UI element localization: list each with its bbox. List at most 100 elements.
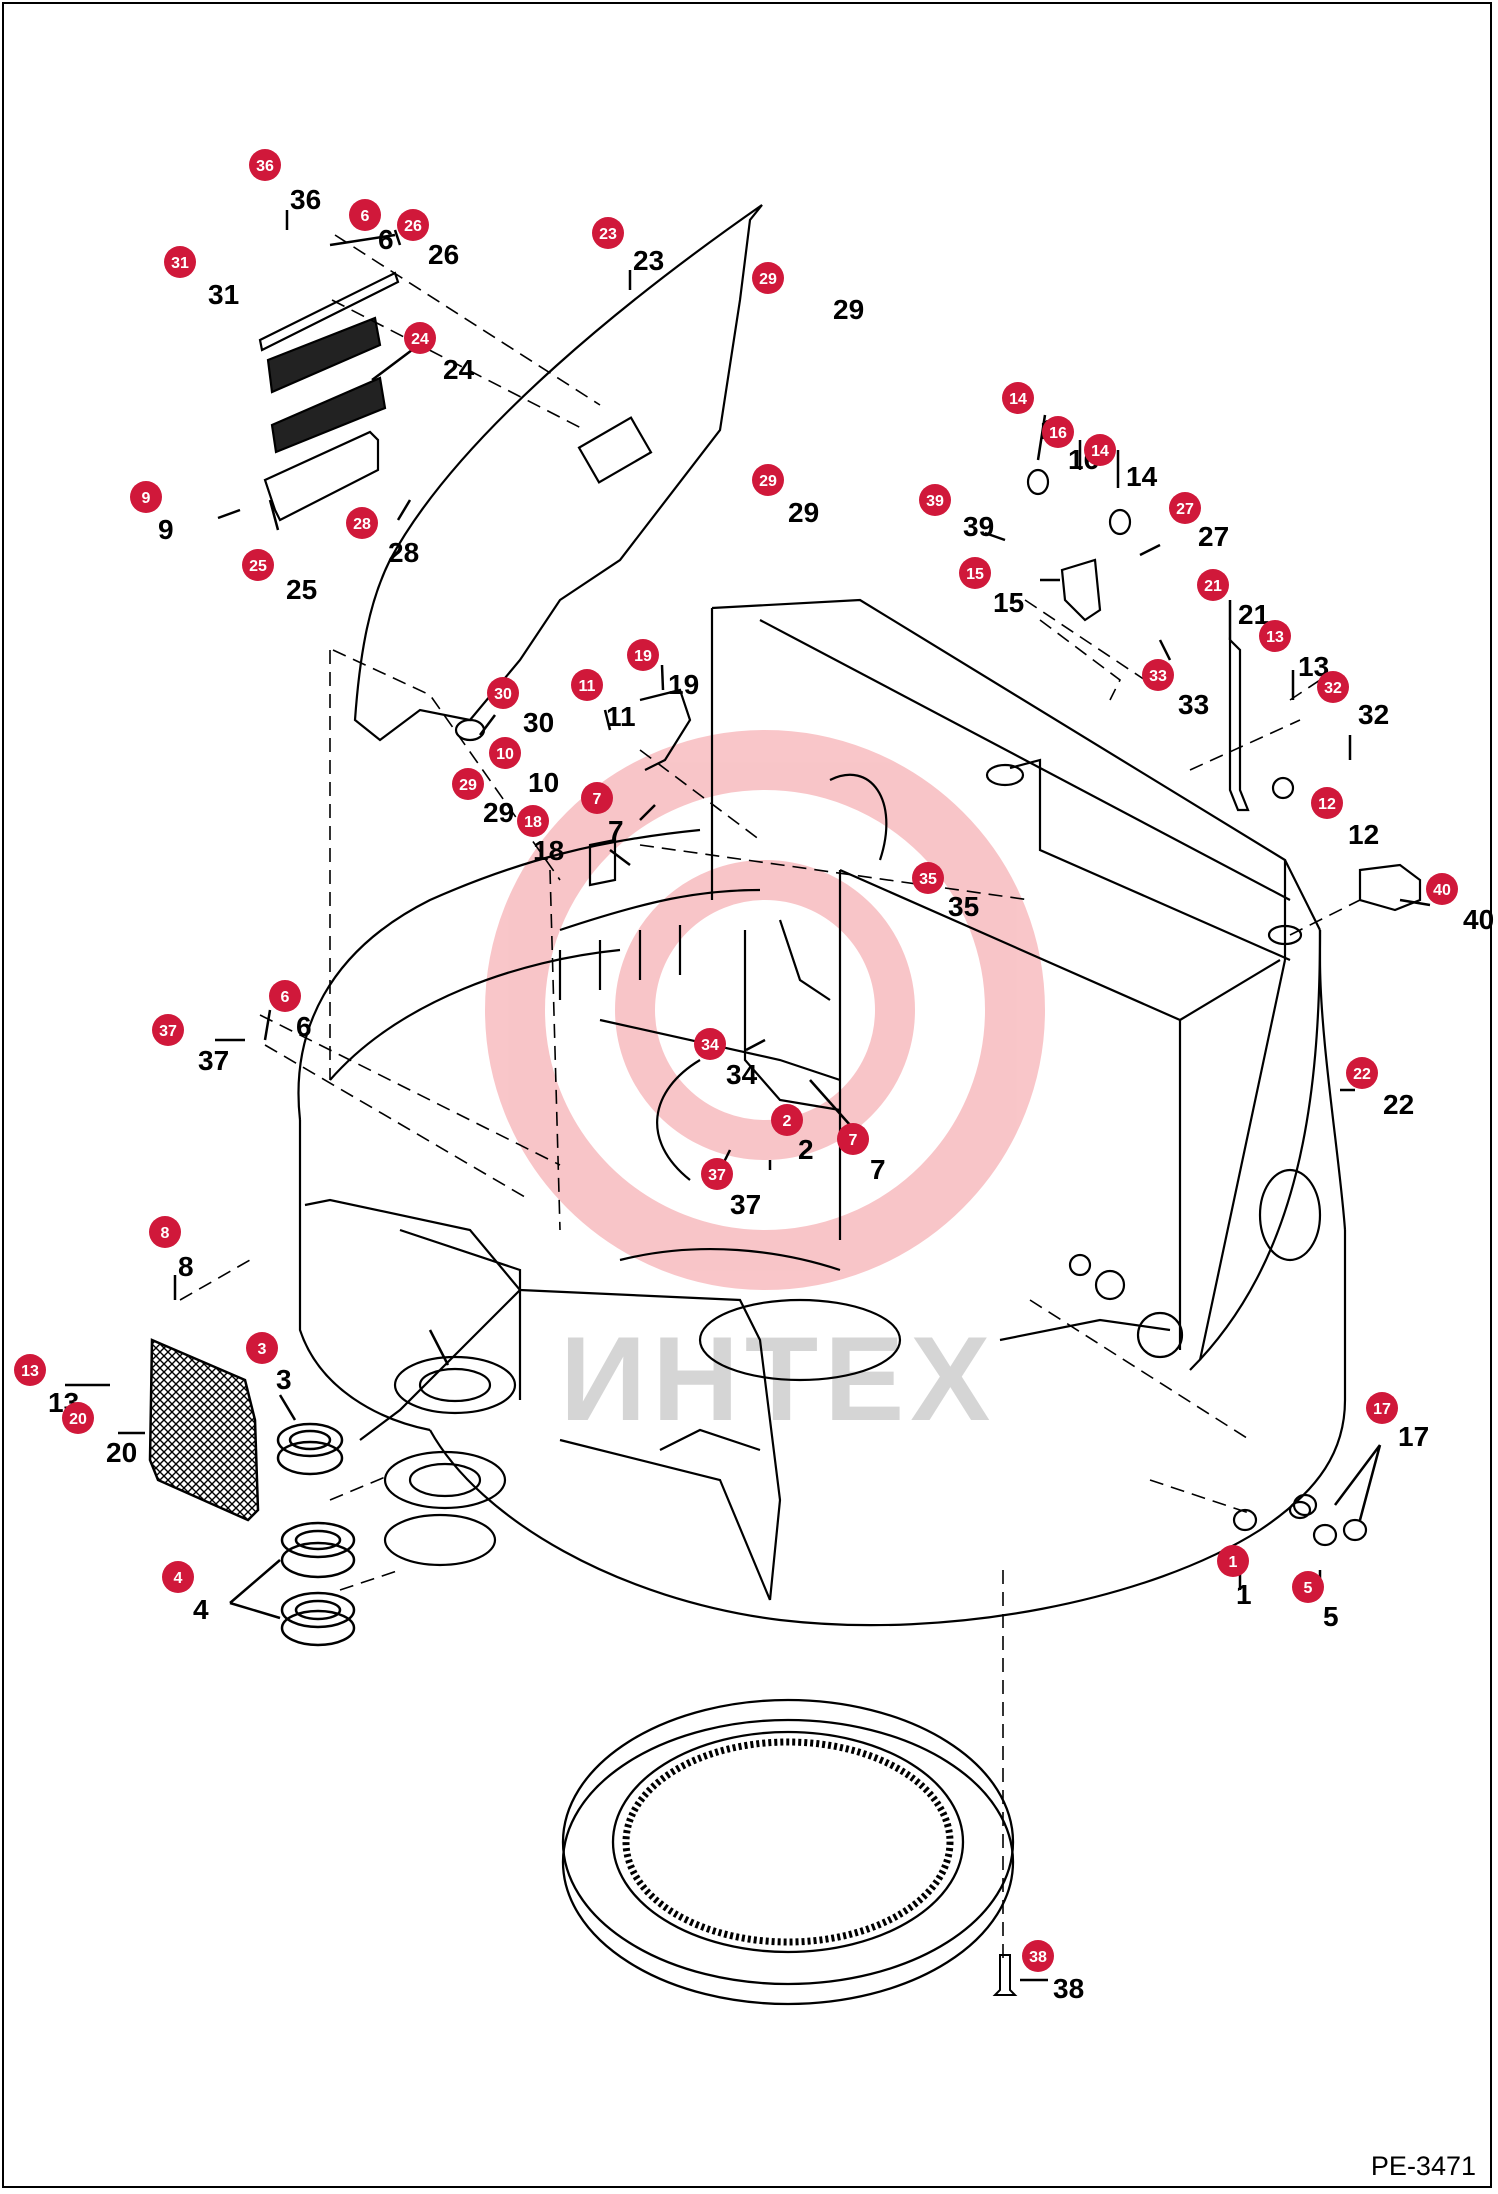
callout-badge-c7b[interactable]: 7 [837,1123,869,1155]
callout-badge-c39[interactable]: 39 [919,484,951,516]
callout-badge-circle[interactable] [489,737,521,769]
callout-badge-c37b[interactable]: 37 [701,1158,733,1190]
callout-badge-c15[interactable]: 15 [959,557,991,589]
callout-badge-c9[interactable]: 9 [130,481,162,513]
callout-badge-circle[interactable] [701,1158,733,1190]
callout-badge-c22[interactable]: 22 [1346,1057,1378,1089]
callout-badge-c25[interactable]: 25 [242,549,274,581]
callout-badge-circle[interactable] [162,1561,194,1593]
callout-badge-circle[interactable] [1426,873,1458,905]
callout-badge-c24[interactable]: 24 [404,322,436,354]
callout-badge-circle[interactable] [1002,382,1034,414]
callout-badge-c16[interactable]: 16 [1042,416,1074,448]
callout-badge-c35[interactable]: 35 [912,862,944,894]
callout-badge-circle[interactable] [349,199,381,231]
callout-badge-c18[interactable]: 18 [517,805,549,837]
callout-badge-c38[interactable]: 38 [1022,1940,1054,1972]
callout-badge-c29b[interactable]: 29 [752,464,784,496]
callout-badge-c5[interactable]: 5 [1292,1571,1324,1603]
callout-badge-circle[interactable] [912,862,944,894]
callout-badge-label: 1 [1229,1554,1238,1571]
callout-badge-c12[interactable]: 12 [1311,787,1343,819]
callout-badge-c26[interactable]: 26 [397,209,429,241]
callout-badge-c13a[interactable]: 13 [1259,620,1291,652]
callout-badge-label: 13 [21,1363,39,1380]
callout-badge-circle[interactable] [771,1104,803,1136]
callout-badge-circle[interactable] [837,1123,869,1155]
callout-badge-circle[interactable] [1042,416,1074,448]
callout-badge-c8[interactable]: 8 [149,1216,181,1248]
callout-badge-c27[interactable]: 27 [1169,492,1201,524]
callout-badge-circle[interactable] [246,1332,278,1364]
callout-badge-c36[interactable]: 36 [249,149,281,181]
callout-badge-circle[interactable] [164,246,196,278]
callout-badge-circle[interactable] [1169,492,1201,524]
callout-badge-c29c[interactable]: 29 [452,768,484,800]
callout-badge-c21[interactable]: 21 [1197,569,1229,601]
callout-badge-circle[interactable] [130,481,162,513]
callout-badge-c33[interactable]: 33 [1142,659,1174,691]
callout-badge-circle[interactable] [152,1014,184,1046]
callout-badge-c14b[interactable]: 14 [1084,434,1116,466]
callout-badge-c32[interactable]: 32 [1317,671,1349,703]
callout-badge-label: 10 [496,746,514,763]
callout-badge-circle[interactable] [1142,659,1174,691]
callout-badge-c3[interactable]: 3 [246,1332,278,1364]
callout-badge-c37a[interactable]: 37 [152,1014,184,1046]
callout-badge-circle[interactable] [1217,1545,1249,1577]
callout-badge-c28[interactable]: 28 [346,507,378,539]
callout-badge-c2[interactable]: 2 [771,1104,803,1136]
callout-badge-c20[interactable]: 20 [62,1402,94,1434]
callout-badge-circle[interactable] [1084,434,1116,466]
callout-badge-circle[interactable] [517,805,549,837]
callout-badge-circle[interactable] [1346,1057,1378,1089]
callout-badge-circle[interactable] [452,768,484,800]
callout-badge-c31[interactable]: 31 [164,246,196,278]
callout-badge-c10[interactable]: 10 [489,737,521,769]
callout-badge-c1[interactable]: 1 [1217,1545,1249,1577]
callout-badge-circle[interactable] [752,464,784,496]
callout-badge-circle[interactable] [752,262,784,294]
callout-badge-circle[interactable] [149,1216,181,1248]
callout-badge-c4[interactable]: 4 [162,1561,194,1593]
callout-badge-c14a[interactable]: 14 [1002,382,1034,414]
callout-badge-c23[interactable]: 23 [592,217,624,249]
callout-badge-label: 27 [1176,501,1194,518]
callout-badge-c30[interactable]: 30 [487,677,519,709]
callout-badge-circle[interactable] [919,484,951,516]
callout-badge-c6b[interactable]: 6 [269,980,301,1012]
callout-badge-circle[interactable] [1022,1940,1054,1972]
callout-badge-c29a[interactable]: 29 [752,262,784,294]
callout-badge-circle[interactable] [581,782,613,814]
callout-badge-circle[interactable] [487,677,519,709]
callout-badge-c6a[interactable]: 6 [349,199,381,231]
callout-badge-circle[interactable] [397,209,429,241]
callout-badge-circle[interactable] [14,1354,46,1386]
callout-badge-c19[interactable]: 19 [627,639,659,671]
callout-badge-circle[interactable] [592,217,624,249]
callout-badge-c7a[interactable]: 7 [581,782,613,814]
callout-badge-c34[interactable]: 34 [694,1028,726,1060]
callout-badge-circle[interactable] [1292,1571,1324,1603]
callout-number-c25: 25 [286,574,317,605]
callout-badge-circle[interactable] [242,549,274,581]
callout-badge-circle[interactable] [1317,671,1349,703]
callout-badge-circle[interactable] [571,669,603,701]
callout-badge-circle[interactable] [959,557,991,589]
callout-badge-c11[interactable]: 11 [571,669,603,701]
callout-badge-c13b[interactable]: 13 [14,1354,46,1386]
callout-badge-circle[interactable] [1311,787,1343,819]
callout-badge-label: 17 [1373,1401,1391,1418]
callout-badge-circle[interactable] [1197,569,1229,601]
callout-badge-circle[interactable] [269,980,301,1012]
callout-badge-circle[interactable] [1259,620,1291,652]
callout-badge-circle[interactable] [346,507,378,539]
callout-badge-circle[interactable] [627,639,659,671]
callout-badge-circle[interactable] [694,1028,726,1060]
callout-badge-circle[interactable] [62,1402,94,1434]
callout-badge-c40[interactable]: 40 [1426,873,1458,905]
callout-badge-circle[interactable] [249,149,281,181]
callout-badge-circle[interactable] [404,322,436,354]
callout-badge-c17[interactable]: 17 [1366,1392,1398,1424]
callout-badge-circle[interactable] [1366,1392,1398,1424]
